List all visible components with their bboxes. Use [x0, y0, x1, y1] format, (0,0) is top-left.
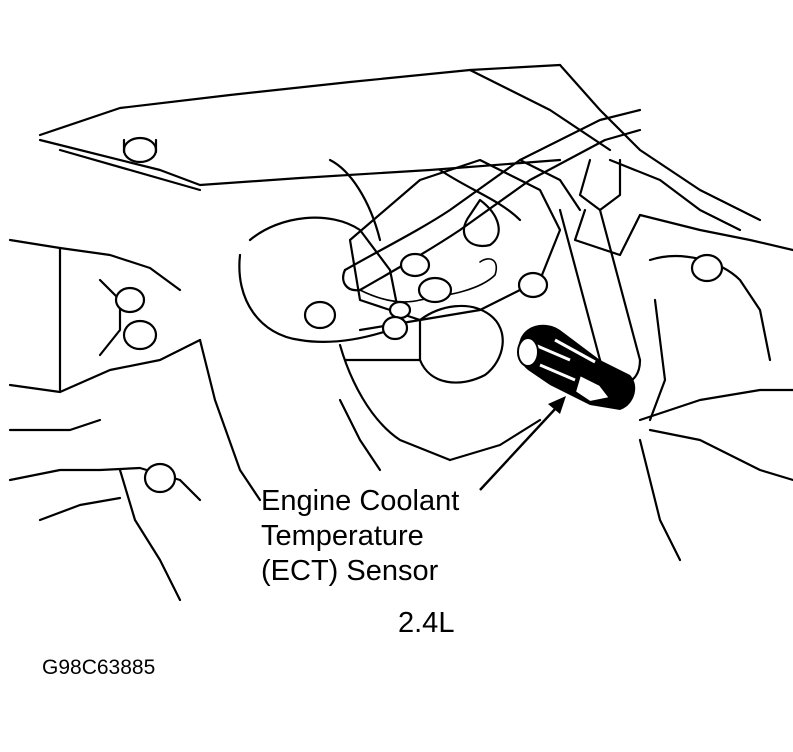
bolt-head-top: [122, 136, 158, 164]
bolt-left-2: [122, 319, 158, 351]
wire-harness: [359, 252, 498, 320]
bolt-housing-1: [303, 300, 337, 330]
thermostat-housing: [238, 158, 582, 384]
bolt-right: [690, 253, 724, 283]
bolt-housing-3: [517, 271, 549, 299]
engine-block-left: [8, 238, 262, 602]
bolt-housing-2: [381, 315, 409, 341]
callout-line-1: Engine Coolant: [261, 485, 460, 517]
figure-id: G98C63885: [42, 656, 156, 679]
upper-hose: [558, 158, 642, 384]
engine-size-label: 2.4L: [398, 607, 455, 639]
callout-line-2: Temperature: [261, 520, 424, 552]
ect-sensor-callout: Engine Coolant Temperature (ECT) Sensor: [261, 484, 459, 589]
coolant-outlet-pipe: [338, 343, 542, 472]
callout-line-3: (ECT) Sensor: [261, 555, 439, 587]
coolant-tube: [342, 108, 642, 292]
callout-arrow: [479, 396, 566, 491]
bolt-left-3: [143, 462, 177, 494]
bolt-left-1: [114, 286, 146, 314]
ect-sensor: [517, 324, 636, 410]
